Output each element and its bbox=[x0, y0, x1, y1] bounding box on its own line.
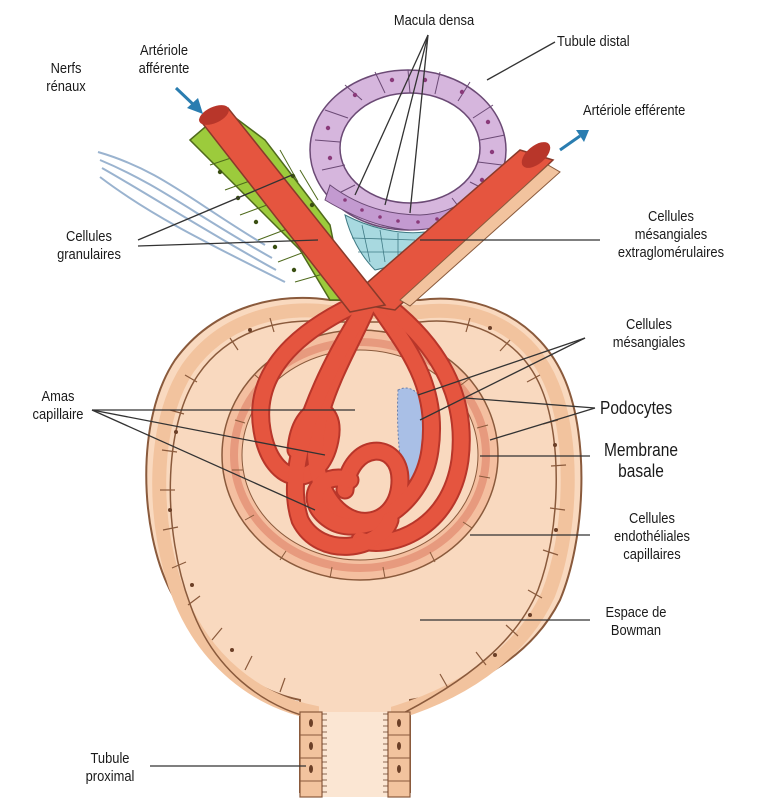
label-tubule-proximal: Tubule proximal bbox=[77, 750, 142, 786]
label-macula-densa: Macula densa bbox=[382, 12, 485, 30]
label-amas-capillaire: Amas capillaire bbox=[24, 388, 93, 424]
label-cellules-mesangiales: Cellules mésangiales bbox=[602, 316, 697, 352]
label-cellules-granulaires: Cellules granulaires bbox=[50, 228, 127, 264]
label-podocytes: Podocytes bbox=[600, 398, 672, 419]
label-arteriole-afferente: Artériole afférente bbox=[126, 42, 202, 78]
label-cellules-mesangiales-extraglomerulaires: Cellules mésangiales extraglomérulaires bbox=[607, 208, 736, 262]
label-nerfs-renaux: Nerfs rénaux bbox=[38, 60, 93, 96]
label-tubule-distal: Tubule distal bbox=[557, 33, 630, 51]
label-cellules-endotheliales: Cellules endothéliales capillaires bbox=[600, 510, 703, 564]
proximal-tubule bbox=[300, 712, 410, 797]
efferent-flow-arrow bbox=[560, 130, 589, 150]
label-arteriole-efferente: Artériole efférente bbox=[583, 102, 685, 120]
label-membrane-basale: Membrane basale bbox=[594, 440, 689, 482]
afferent-flow-arrow bbox=[176, 88, 203, 114]
label-espace-de-bowman: Espace de Bowman bbox=[595, 604, 678, 640]
